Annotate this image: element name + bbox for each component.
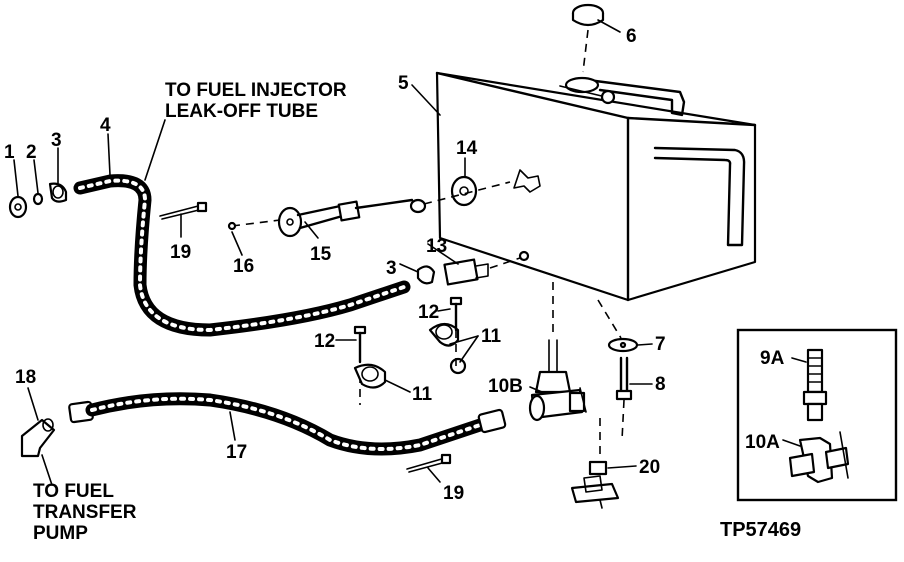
callout-11b: 11 [412,384,433,405]
callout-10a: 10A [745,432,780,453]
note-transfer-line3: PUMP [33,523,88,544]
bolt-8 [615,356,633,441]
elbow-fitting-18 [20,418,56,458]
callout-19a: 19 [170,242,191,263]
note-injector-line2: LEAK-OFF TUBE [165,101,318,122]
screw-16 [227,221,237,231]
callout-7: 7 [655,334,666,355]
callout-9a: 9A [760,348,785,369]
callout-3b: 3 [386,258,397,279]
leak-off-hose [73,174,411,337]
screw-12-upper [449,296,463,370]
shutoff-valve-10b [528,282,587,422]
supply-hose [68,392,507,456]
bolt-19-lower [406,453,452,473]
fuel-cap [571,3,605,73]
fitting-parts-top-left [8,182,68,219]
note-transfer-line2: TRANSFER [33,502,137,523]
callout-5: 5 [398,73,409,94]
note-transfer-line1: TO FUEL [33,481,114,502]
bolt-19-top [159,201,208,220]
callout-19b: 19 [443,483,464,504]
callout-11a: 11 [481,326,502,347]
callout-15: 15 [310,244,332,265]
callout-13: 13 [426,236,447,257]
clamp-11-lower [353,363,387,389]
callout-6: 6 [626,26,637,47]
clamp-and-fitting-13 [416,257,521,286]
callout-12a: 12 [418,302,439,323]
callout-16: 16 [233,256,254,277]
washer-7 [597,299,639,353]
callout-17: 17 [226,442,247,463]
fuel-tank [435,71,757,302]
callout-8: 8 [655,374,666,395]
callout-14: 14 [456,138,478,159]
leader-lines [13,19,807,486]
callout-1: 1 [4,142,15,163]
callout-2: 2 [26,142,37,163]
note-injector-line1: TO FUEL INJECTOR [165,80,347,101]
alternate-parts-inset [736,328,898,502]
callout-18: 18 [15,367,36,388]
figure-code: TP57469 [720,519,801,541]
callout-10b: 10B [488,376,523,397]
callout-3a: 3 [51,130,62,151]
callout-20: 20 [639,457,660,478]
callout-4: 4 [100,115,111,136]
callout-12b: 12 [314,331,335,352]
clamp-11-upper [428,322,467,375]
drain-valve-20 [570,418,620,509]
fuel-gauge-sender [231,169,541,238]
